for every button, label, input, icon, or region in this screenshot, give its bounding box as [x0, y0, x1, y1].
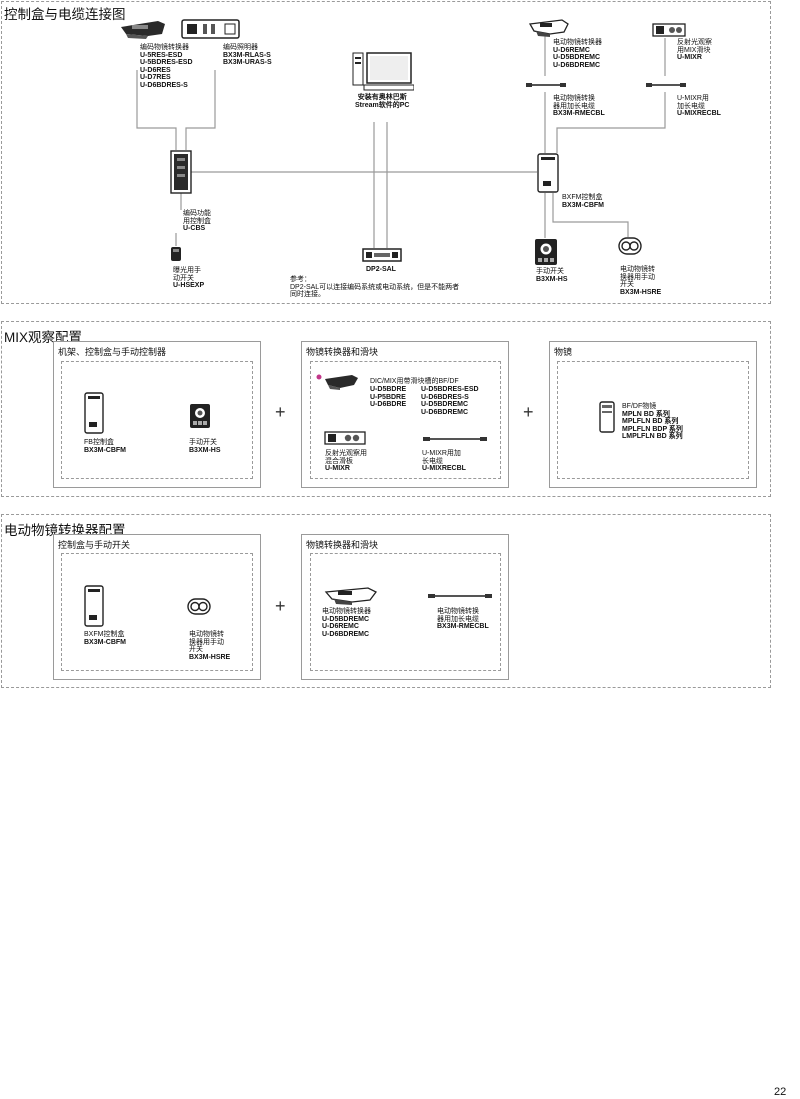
- section-title-cable-diagram: 控制盒与电缆连接图: [4, 7, 126, 22]
- motor-box-nosepiece: [301, 534, 509, 680]
- hsexp-label: 曝光用手 动开关 U-HSEXP: [173, 267, 205, 290]
- dp2sal-label: DP2-SAL: [366, 266, 396, 273]
- section-motor-config: [1, 514, 771, 688]
- rme-cable-icon: [526, 83, 566, 87]
- motor-cbfm-label: BXFM控制盒 BX3M-CBFM: [84, 631, 126, 646]
- mix-mixr-label: 反射光观察用 混合滑板 U-MIXR: [325, 450, 367, 473]
- motor-box-control-title: 控制盒与手动开关: [58, 540, 131, 550]
- rme-cable-label: 电动物镜转换 器用加长电缆 BX3M-RMECBL: [553, 95, 605, 118]
- mix-slider-icon: [652, 23, 686, 37]
- mix-hs-label: 手动开关 B3XM-HS: [189, 439, 221, 454]
- pc-icon: [352, 52, 414, 91]
- cbfm-control-box-icon: [537, 153, 559, 193]
- hsre-switch-icon: [618, 237, 642, 255]
- section-mix-config: [1, 321, 771, 497]
- plus-sign-2: +: [523, 402, 534, 422]
- encoded-nosepiece-label: 编码物镜转换器 U-5RES-ESD U-5BDRES-ESD U-D6RES …: [140, 44, 193, 89]
- mix-cable-icon-section2: [423, 437, 487, 441]
- motor-nosepiece-label-section3: 电动物镜转换器 U-D5BDREMC U-D6REMC U-D6BDREMC: [322, 608, 371, 638]
- motor-cbfm-icon: [84, 585, 104, 627]
- mix-box-frame-title: 机架、控制盒与手动控制器: [58, 347, 167, 357]
- motor-box-nosepiece-inner: [310, 553, 501, 671]
- hs-label: 手动开关 B3XM-HS: [536, 268, 568, 283]
- mix-hs-icon: [190, 404, 210, 428]
- mix-box-nosepiece: [301, 341, 509, 488]
- dp2sal-note: 参考： DP2-SAL可以连接编码系统或电动系统，但是不能两者 同时连接。: [290, 276, 460, 299]
- motor-box-control-inner: [61, 553, 253, 671]
- mix-box-objective-title: 物镜: [554, 347, 573, 357]
- motor-hsre-icon: [187, 598, 211, 615]
- mix-box-objective-inner: [557, 361, 749, 479]
- page-number: 22: [774, 1086, 787, 1098]
- plus-sign-3: +: [275, 596, 286, 616]
- mix-nosepiece-models-col1: U-D5BDRE U-P5BDRE U-D6BDRE: [370, 386, 407, 409]
- mix-nosepiece-models-col2: U-D5BDRES-ESD U-D6BDRES-S U-D5BDREMC U-D…: [421, 386, 479, 416]
- mix-box-nosepiece-inner: [310, 361, 501, 479]
- mix-cable-icon: [646, 83, 686, 87]
- plus-sign-1: +: [275, 402, 286, 422]
- dp2sal-icon: [362, 248, 402, 262]
- mix-box-nosepiece-title: 物镜转换器和滑块: [306, 347, 379, 357]
- encoded-illuminator-label: 编码照明器 BX3M-RLAS-S BX3M-URAS-S: [223, 44, 272, 67]
- mix-cbfm-icon: [84, 392, 104, 434]
- hsexp-switch-icon: [171, 247, 181, 261]
- objective-lens-icon: [599, 401, 615, 433]
- rme-cable-icon-section3: [428, 594, 492, 598]
- cbfm-label: BXFM控制盒 BX3M-CBFM: [562, 194, 604, 209]
- cbs-label: 编码功能 用控制盒 U-CBS: [183, 210, 211, 233]
- encoded-nosepiece-icon: [121, 21, 165, 39]
- mix-cbfm-label: FB控制盒 BX3M-CBFM: [84, 439, 126, 454]
- motor-nosepiece-label: 电动物镜转换器 U-D6REMC U-D5BDREMC U-D6BDREMC: [553, 39, 602, 69]
- motor-hsre-label: 电动物镜转 换器用手动 开关 BX3M-HSRE: [189, 631, 231, 661]
- cbs-control-box-icon: [170, 150, 192, 194]
- pc-label: 安装有奥林巴斯 Stream软件的PC: [355, 94, 410, 109]
- mix-box-objective: [549, 341, 757, 488]
- mix-cable-label: U-MIXR用 加长电缆 U-MIXRECBL: [677, 95, 721, 118]
- hs-manual-switch-icon: [535, 239, 557, 265]
- mix-box-frame-inner: [61, 361, 253, 479]
- encoded-illuminator-icon: [181, 19, 240, 39]
- mix-cable-label-section2: U-MIXR用加 长电缆 U-MIXRECBL: [422, 450, 466, 473]
- mix-slider-label: 反射光观察 用MIX滑块 U-MIXR: [677, 39, 712, 62]
- motor-nosepiece-icon-section3: [324, 587, 377, 605]
- mix-nosepiece-icon: [316, 374, 358, 390]
- hsre-label: 电动物镜转 换器用手动 开关 BX3M-HSRE: [620, 266, 662, 296]
- mix-nosepiece-label: DIC/MIX用带滑块槽的BF/DF: [370, 378, 459, 385]
- mix-mixr-icon: [324, 431, 366, 445]
- motor-nosepiece-icon: [528, 19, 569, 37]
- motor-box-nosepiece-title: 物镜转换器和滑块: [306, 540, 379, 550]
- objective-label: BF/DF物镜 MPLN BD 系列 MPLFLN BD 系列 MPLFLN B…: [622, 403, 683, 441]
- section-cable-diagram: [1, 1, 771, 304]
- rme-cable-label-section3: 电动物镜转换 器用加长电缆 BX3M-RMECBL: [437, 608, 489, 631]
